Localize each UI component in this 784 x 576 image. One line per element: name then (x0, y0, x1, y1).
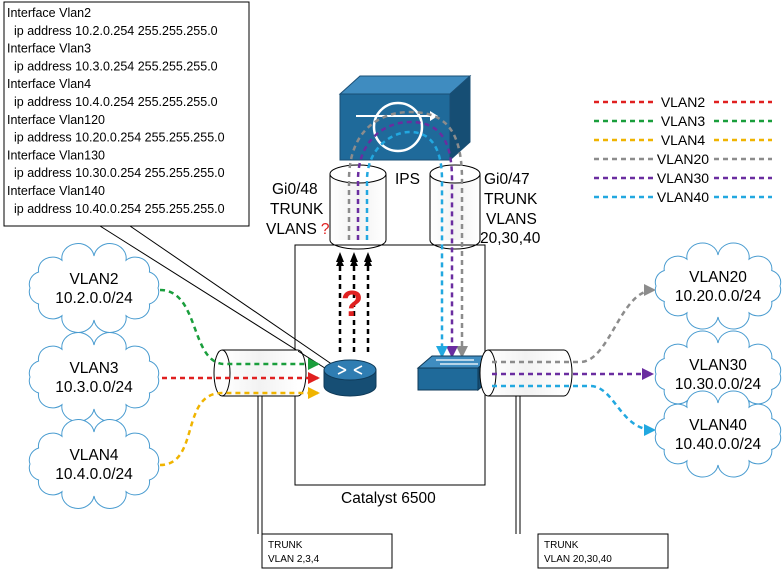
svg-text:Gi0/47: Gi0/47 (484, 171, 530, 188)
legend-label: VLAN2 (661, 94, 706, 110)
config-line: Interface Vlan140 (7, 184, 105, 198)
config-line: Interface Vlan4 (7, 77, 91, 91)
config-line: Interface Vlan120 (7, 113, 105, 127)
switch-icon (416, 354, 494, 392)
cloud-subnet: 10.40.0.0/24 (675, 436, 762, 453)
trunk-note-right: TRUNK VLAN 20,30,40 (515, 396, 669, 569)
config-line: ip address 10.40.0.254 255.255.255.0 (14, 202, 225, 216)
legend-item-vlan3: VLAN3 (594, 113, 772, 129)
trunk-left-label: Gi0/48 TRUNK VLANS? (266, 181, 330, 238)
svg-text:VLANS: VLANS (486, 211, 537, 228)
svg-text:VLAN 2,3,4: VLAN 2,3,4 (268, 554, 320, 565)
legend-label: VLAN40 (657, 189, 709, 205)
svg-text:TRUNK: TRUNK (270, 201, 324, 218)
cloud-vlan40: VLAN40 10.40.0.0/24 (654, 390, 782, 478)
trunk-right-label: Gi0/47 TRUNK VLANS 20,30,40 (480, 171, 541, 247)
config-line: ip address 10.20.0.254 255.255.255.0 (14, 131, 225, 145)
cloud-subnet: 10.3.0.0/24 (55, 379, 133, 396)
trunk-cylinder-gi0-47 (429, 164, 481, 250)
svg-text:TRUNK: TRUNK (544, 540, 579, 551)
config-line: Interface Vlan130 (7, 148, 105, 162)
cloud-vlan3: VLAN3 10.3.0.0/24 (28, 332, 160, 422)
cloud-name: VLAN3 (69, 360, 118, 377)
cloud-name: VLAN4 (69, 447, 118, 464)
trunk-cylinder-right (479, 349, 573, 397)
legend-label: VLAN30 (657, 170, 709, 186)
config-line: ip address 10.2.0.254 255.255.255.0 (14, 24, 218, 38)
cloud-subnet: 10.4.0.0/24 (55, 466, 133, 483)
cloud-vlan2: VLAN2 10.2.0.0/24 (28, 243, 160, 333)
legend-item-vlan4: VLAN4 (594, 132, 772, 148)
config-line: ip address 10.4.0.254 255.255.255.0 (14, 95, 218, 109)
config-callout: Interface Vlan2 ip address 10.2.0.254 25… (3, 1, 334, 371)
left-vlan-paths (159, 288, 320, 467)
svg-text:Gi0/48: Gi0/48 (272, 181, 318, 198)
legend-label: VLAN4 (661, 132, 706, 148)
ips-appliance-icon (338, 74, 472, 162)
ips-label: IPS (395, 171, 420, 188)
router-icon (323, 359, 377, 397)
router-question-mark: ? (341, 283, 363, 324)
cloud-name: VLAN20 (689, 269, 747, 286)
svg-text:VLAN 20,30,40: VLAN 20,30,40 (544, 554, 612, 565)
cloud-name: VLAN2 (69, 271, 118, 288)
chassis-label: Catalyst 6500 (341, 490, 436, 507)
legend-label: VLAN20 (657, 151, 709, 167)
svg-text:TRUNK: TRUNK (484, 191, 538, 208)
svg-text:20,30,40: 20,30,40 (480, 230, 541, 247)
config-line: Interface Vlan2 (7, 6, 91, 20)
cloud-subnet: 10.2.0.0/24 (55, 290, 133, 307)
config-line: ip address 10.3.0.254 255.255.255.0 (14, 59, 218, 73)
router-uplink-arrows (336, 258, 372, 352)
cloud-name: VLAN40 (689, 417, 747, 434)
legend-item-vlan20: VLAN20 (594, 151, 772, 167)
legend-item-vlan30: VLAN30 (594, 170, 772, 186)
legend-item-vlan2: VLAN2 (594, 94, 772, 110)
svg-text:VLANS?: VLANS? (266, 221, 330, 238)
trunk-cylinder-left (213, 349, 307, 397)
cloud-vlan4: VLAN4 10.4.0.0/24 (28, 419, 160, 509)
ips-traffic-paths (347, 110, 468, 358)
right-vlan-paths (492, 284, 656, 436)
trunk-note-left: TRUNK VLAN 2,3,4 (257, 396, 393, 569)
cloud-vlan20: VLAN20 10.20.0.0/24 (654, 242, 782, 330)
cloud-name: VLAN30 (689, 357, 747, 374)
legend-label: VLAN3 (661, 113, 706, 129)
svg-text:TRUNK: TRUNK (268, 540, 303, 551)
config-line: Interface Vlan3 (7, 42, 91, 56)
config-line: ip address 10.30.0.254 255.255.255.0 (14, 166, 225, 180)
cloud-vlan30: VLAN30 10.30.0.0/24 (654, 330, 782, 418)
legend-item-vlan40: VLAN40 (594, 189, 772, 205)
cloud-subnet: 10.20.0.0/24 (675, 288, 762, 305)
cloud-subnet: 10.30.0.0/24 (675, 376, 762, 393)
